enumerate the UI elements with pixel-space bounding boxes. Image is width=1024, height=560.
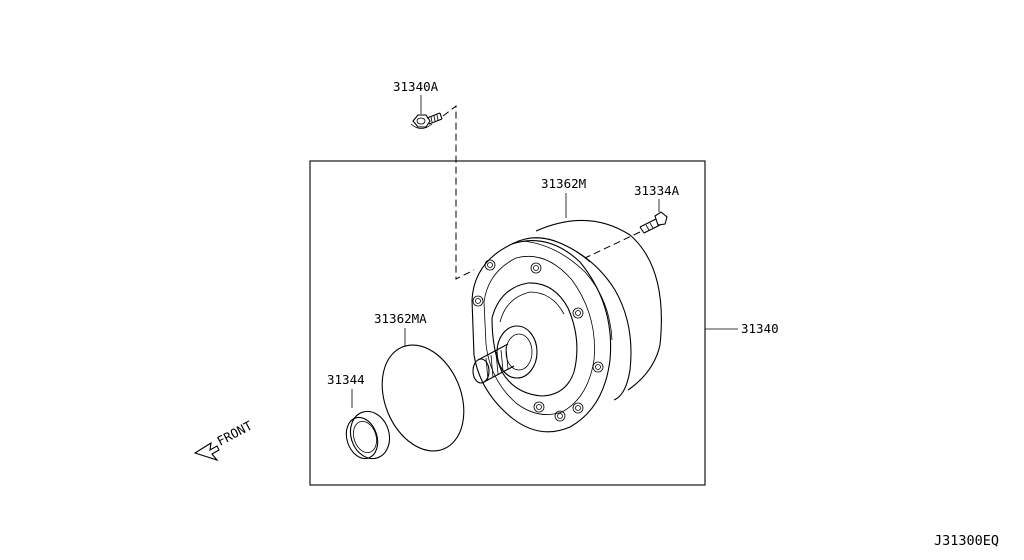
o-ring-inner-part[interactable]: 31362MA [367, 311, 479, 463]
drawing-code: J31300EQ [934, 533, 999, 549]
callout-31340a[interactable]: 31340A [393, 79, 439, 94]
callout-31362ma[interactable]: 31362MA [374, 311, 427, 326]
callout-31340[interactable]: 31340 [741, 321, 779, 336]
callout-31362m[interactable]: 31362M [541, 176, 586, 191]
callout-31344[interactable]: 31344 [327, 372, 365, 387]
bolt-top-locator [442, 104, 475, 280]
assembly-frame [309, 160, 706, 486]
bolt-right-part[interactable]: 31334A [634, 183, 680, 234]
bolt-top-part[interactable]: 31340A [393, 79, 443, 129]
oil-seal-part[interactable]: 31344 [327, 372, 395, 464]
front-label: FRONT [214, 418, 255, 449]
pump-assembly-part[interactable]: 31340 [471, 237, 779, 433]
front-direction-indicator: FRONT [193, 418, 255, 462]
callout-31334a[interactable]: 31334A [634, 183, 680, 198]
bolt-right-locator [584, 231, 641, 259]
front-arrow-icon [193, 441, 220, 462]
o-ring-top-part[interactable]: 31362M [535, 176, 662, 391]
